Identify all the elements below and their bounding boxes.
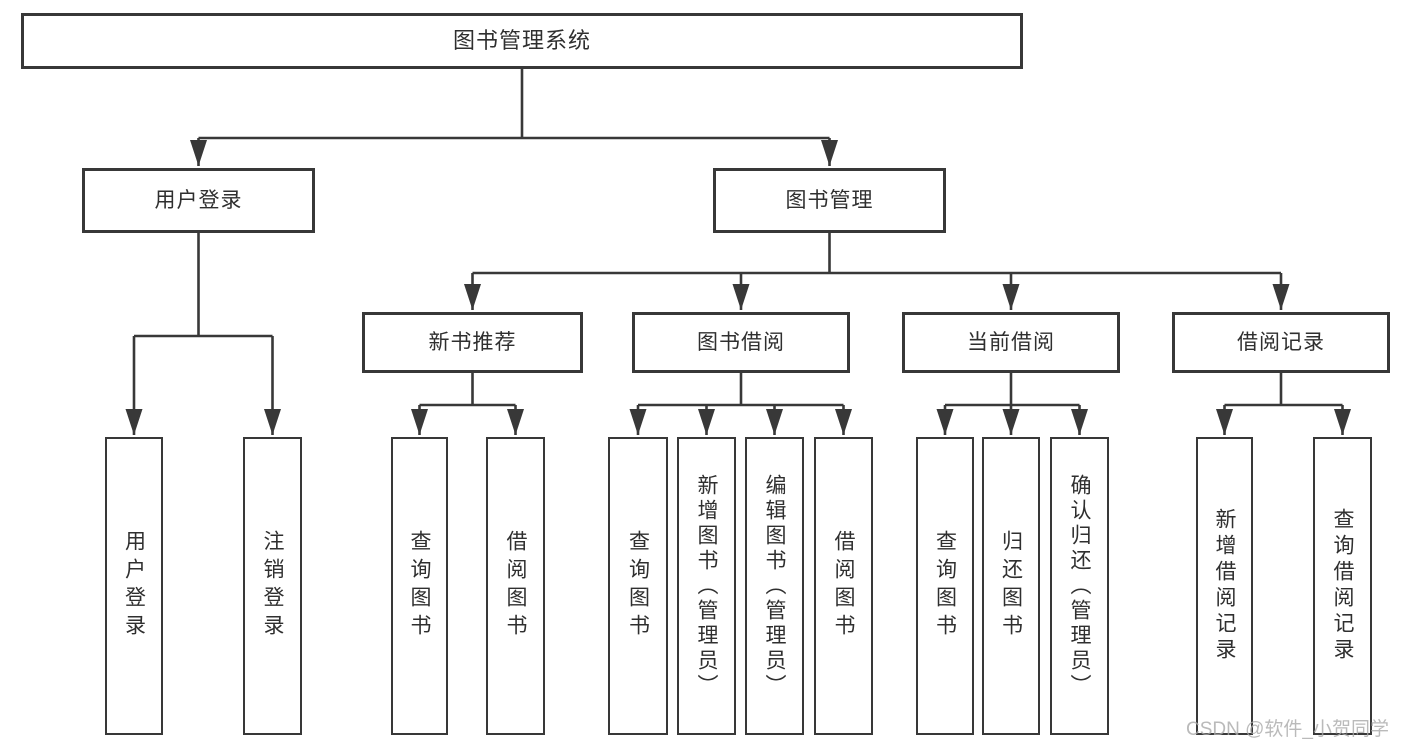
leaf-records-query-record: 查询借阅记录 (1313, 437, 1372, 735)
node-book-management: 图书管理 (713, 168, 946, 233)
fork-book-borrow (629, 373, 852, 435)
fork-new-book-recommend (411, 373, 524, 435)
leaf-borrow-add-books-admin: 新增图书（管理员） (677, 437, 736, 735)
fork-book-management (464, 233, 1290, 310)
leaf-borrow-borrow-books: 借阅图书 (814, 437, 873, 735)
node-root: 图书管理系统 (21, 13, 1023, 69)
fork-root (190, 69, 838, 166)
leaf-recommend-borrow-books: 借阅图书 (486, 437, 545, 735)
leaf-borrow-query-books: 查询图书 (608, 437, 668, 735)
node-current-borrow: 当前借阅 (902, 312, 1120, 373)
fork-borrow-records (1216, 373, 1351, 435)
node-borrow-records: 借阅记录 (1172, 312, 1390, 373)
leaf-current-return-books: 归还图书 (982, 437, 1040, 735)
leaf-borrow-edit-books-admin: 编辑图书（管理员） (745, 437, 804, 735)
node-new-book-recommend: 新书推荐 (362, 312, 583, 373)
leaf-recommend-query-books: 查询图书 (391, 437, 448, 735)
node-user-login: 用户登录 (82, 168, 315, 233)
leaf-records-add-record: 新增借阅记录 (1196, 437, 1253, 735)
leaf-user-login: 用户登录 (105, 437, 163, 735)
node-book-borrow: 图书借阅 (632, 312, 850, 373)
leaf-logout: 注销登录 (243, 437, 302, 735)
leaf-current-confirm-return-admin: 确认归还（管理员） (1050, 437, 1109, 735)
leaf-current-query-books: 查询图书 (916, 437, 974, 735)
fork-user-login (125, 233, 281, 435)
fork-current-borrow (936, 373, 1088, 435)
